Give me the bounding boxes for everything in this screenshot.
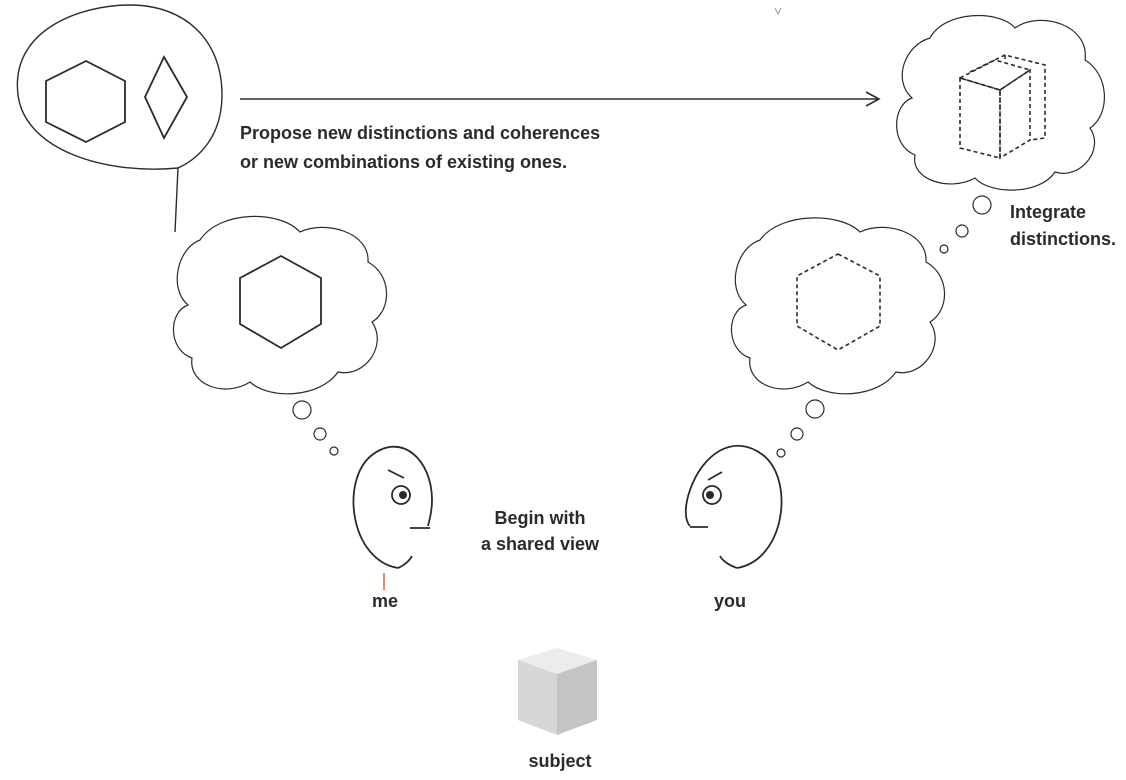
hexagon-icon: [239, 254, 322, 350]
speech-bubble: [16, 4, 223, 233]
proposal-arrow: [240, 91, 881, 107]
thought-trail-integrate: [939, 195, 992, 254]
begin-text-line1: Begin with: [494, 508, 586, 528]
dashed-cube-icon: [957, 54, 1046, 160]
propose-text-line2: or new combinations of existing ones.: [240, 152, 568, 172]
thought-trail-me: [292, 400, 339, 456]
integrate-text-line2: distinctions.: [1010, 229, 1117, 249]
stray-mark: [774, 7, 782, 16]
you-label: you: [713, 591, 746, 611]
begin-text-line2: a shared view: [480, 534, 600, 554]
face-me: [352, 445, 433, 569]
integrate-text-line1: Integrate: [1010, 202, 1087, 222]
cube-icon: [518, 648, 597, 735]
diamond-icon: [144, 55, 189, 140]
thought-cloud-you: [730, 217, 946, 395]
propose-text-line1: Propose new distinctions and coherences: [240, 123, 601, 143]
thought-cloud-me: [172, 215, 388, 395]
me-label: me: [371, 591, 398, 611]
subject-label: subject: [528, 751, 592, 771]
face-you: [684, 444, 783, 569]
thought-trail-you: [776, 399, 825, 458]
hexagon-icon: [45, 59, 126, 144]
